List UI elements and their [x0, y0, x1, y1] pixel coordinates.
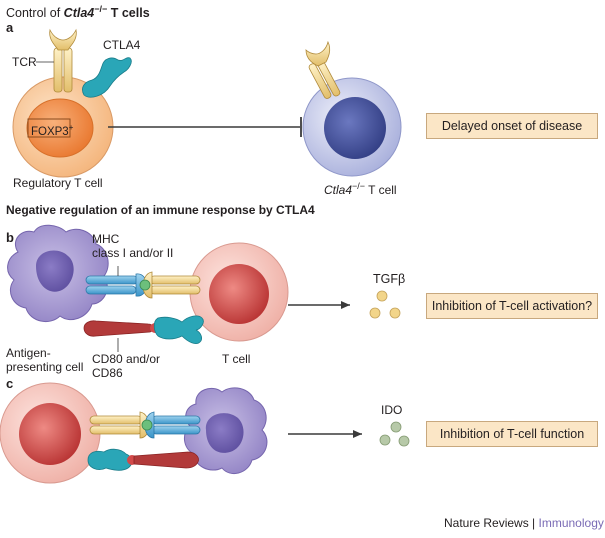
outcome-b-box: Inhibition of T-cell activation?	[426, 293, 598, 319]
tcr-b-icon	[142, 271, 201, 299]
tgfb-label: TGFβ	[373, 272, 406, 286]
ctla4-label: CTLA4	[103, 38, 141, 52]
mhc-label-line2: class I and/or II	[92, 246, 174, 260]
antigen-presenting-cell	[7, 224, 109, 323]
tgfb-dots	[369, 290, 401, 319]
foxp3-box	[27, 118, 71, 138]
tcr-receptor-knockout-icon	[305, 40, 341, 99]
ctla4-molecule-b-icon	[150, 315, 204, 344]
t-cell-label: T cell	[222, 352, 251, 366]
journal-credit: Nature Reviews | Immunology	[444, 516, 604, 530]
ido-dots	[379, 421, 410, 447]
outcome-c-box: Inhibition of T-cell function	[426, 421, 598, 447]
ctla4-receptor-icon	[82, 57, 132, 98]
regulatory-t-cell-label: Regulatory T cell	[13, 176, 103, 190]
panel-letter-a: a	[6, 20, 14, 35]
regulatory-t-cell	[12, 76, 114, 178]
ctla4-knockout-t-cell	[302, 77, 402, 177]
tcr-label: TCR	[12, 55, 37, 69]
cd80-label-line1: CD80 and/or	[92, 352, 161, 366]
apc-label-line1: Antigen-	[6, 346, 51, 360]
peptide-c-icon	[141, 419, 153, 431]
ko-t-cell-label: Ctla4−/− T cell	[324, 181, 397, 197]
section-a-heading: Control of Ctla4−/− T cells	[6, 4, 150, 21]
journal-name: Nature Reviews	[444, 516, 529, 530]
mhc-label-line1: MHC	[92, 232, 120, 246]
cd80-molecule-b-icon	[83, 320, 154, 337]
panel-letter-b: b	[6, 230, 14, 245]
cd80-molecule-c-icon	[133, 451, 199, 469]
cd80-label-line2: CD86	[92, 366, 123, 380]
peptide-b-icon	[139, 279, 151, 291]
foxp3-label: FOXP3+	[31, 123, 74, 138]
t-cell-b	[189, 242, 289, 342]
panel-letter-c: c	[6, 376, 14, 391]
t-cell-c	[0, 382, 101, 484]
tcr-c-icon	[89, 411, 150, 439]
ctla4-molecule-c-icon	[87, 448, 137, 471]
ido-label: IDO	[381, 403, 403, 417]
tcr-receptor-icon	[49, 28, 77, 93]
section-b-heading: Negative regulation of an immune respons…	[6, 203, 315, 217]
journal-subject: Immunology	[538, 516, 604, 530]
outcome-a-box: Delayed onset of disease	[426, 113, 598, 139]
apc-label-line2: presenting cell	[6, 360, 84, 374]
